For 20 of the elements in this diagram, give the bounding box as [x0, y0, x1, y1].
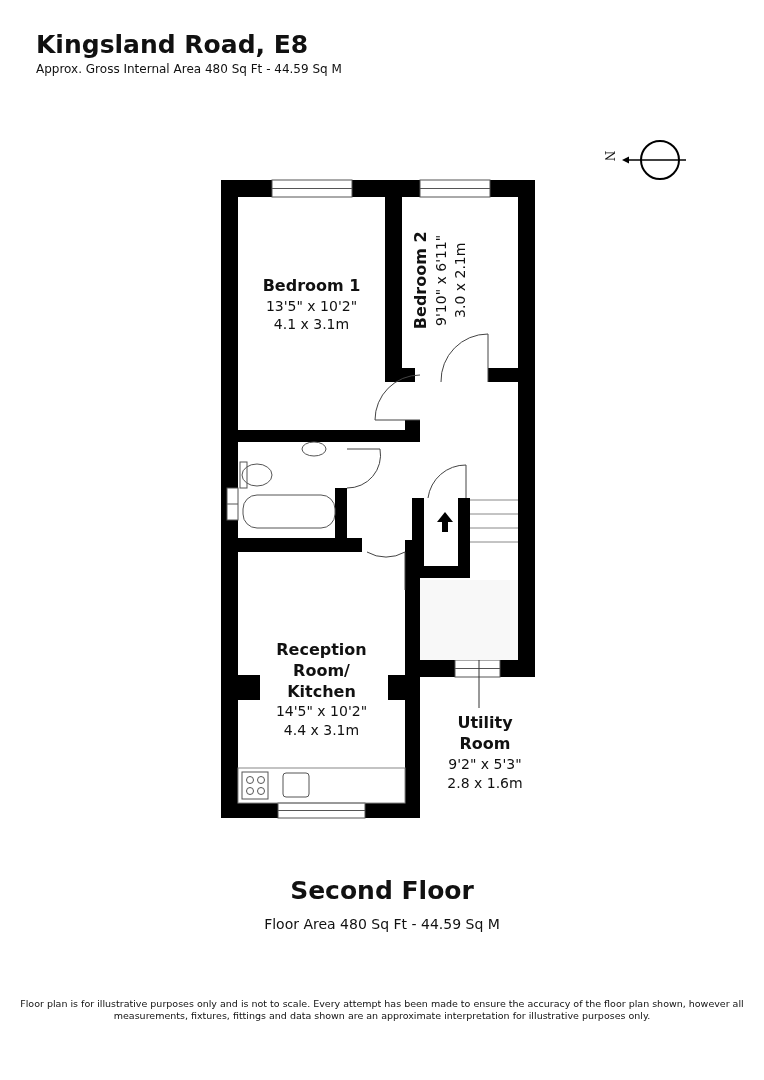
room-name: Utility Room [456, 713, 514, 755]
room-dimensions: 9'10" x 6'11" [431, 234, 450, 326]
north-label: N [602, 150, 617, 162]
room-dimensions: 9'2" x 5'3" [448, 754, 522, 774]
room-dimensions: 13'5" x 10'2" [265, 296, 358, 316]
room-dimensions: 4.4 x 3.1m [283, 721, 360, 741]
room-name: Bedroom 2 [410, 231, 431, 329]
area-subtitle: Approx. Gross Internal Area 480 Sq Ft - 44.59 Sq M [36, 62, 342, 76]
room-dimensions: 2.8 x 1.6m [447, 773, 523, 793]
disclaimer-text: Floor plan is for illustrative purposes only and is not to scale. Every attempt has been made to ensure the accuracy of the floor plan shown, however all measurements, fixtures, fittings and data shown are an approximate interpretation for illustrative purposes only. [20, 998, 744, 1023]
floor-name: Second Floor [289, 876, 475, 905]
room-dimensions: 4.1 x 3.1m [273, 315, 350, 335]
floor-area-text: Floor Area 480 Sq Ft - 44.59 Sq M [263, 916, 501, 932]
leader-line [478, 659, 480, 709]
room-dimensions: 14'5" x 10'2" [275, 702, 368, 722]
room-floor [420, 580, 518, 660]
room-dimensions: 3.0 x 2.1m [450, 242, 469, 318]
plan-title: Kingsland Road, E8 [36, 30, 309, 59]
room-name: Bedroom 1 [262, 275, 361, 297]
room-name: Reception Room/ Kitchen [275, 639, 368, 703]
